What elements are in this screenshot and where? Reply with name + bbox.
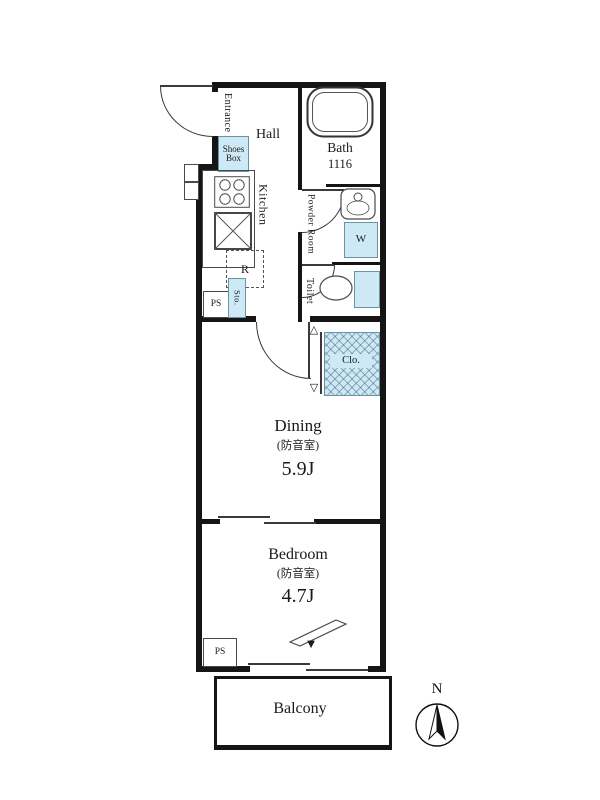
dining-door-arc (256, 322, 311, 379)
wash-basin-icon (340, 188, 376, 220)
dining-door-panel (308, 322, 310, 378)
closet-arrow-bottom: ▽ (309, 382, 319, 395)
shoes-box-label-line1: Shoes (222, 143, 245, 154)
entrance-door-arc (160, 86, 213, 137)
powder-room-door-panel (302, 189, 344, 191)
toilet-tank (354, 271, 380, 308)
bath-size-label: 1116 (327, 156, 353, 171)
balcony-window-pane-1 (248, 663, 310, 665)
compass: N (415, 681, 459, 747)
balcony-window-pane-2 (306, 669, 368, 671)
shoes-box: Shoes Box (218, 136, 249, 172)
storage-box: Sto. (228, 278, 246, 318)
wall-bath-powder (326, 184, 384, 187)
entrance-label: Entrance (221, 93, 233, 133)
wall-left-upper-a (212, 82, 218, 92)
bath-label: Bath (327, 139, 353, 155)
wall-hall-dining-b (310, 316, 382, 322)
sliding-door-pane-2 (264, 522, 316, 524)
meter-box-1 (184, 164, 199, 182)
wall-right (380, 82, 386, 672)
wall-dining-bedroom-b (314, 519, 382, 524)
closet-label: Clo. (330, 354, 372, 368)
compass-n-label: N (432, 681, 443, 697)
window-step-icon (288, 619, 348, 647)
wall-left-step (196, 164, 218, 170)
powder-room-label: Powder Room (305, 193, 316, 255)
hall-label: Hall (255, 126, 281, 142)
bedroom-size-label: 4.7J (281, 584, 315, 607)
kitchen-counter (202, 170, 255, 268)
balcony-access-arrow: ▼ (304, 636, 318, 652)
balcony-outline (214, 676, 392, 750)
meter-box-2 (184, 182, 199, 200)
bathtub-icon (306, 86, 374, 138)
closet-door-line (320, 332, 322, 394)
wall-dining-bedroom-a (196, 519, 220, 524)
dining-note-label: (防音室) (276, 440, 320, 453)
shoes-box-label-line2: Box (225, 153, 241, 163)
washing-machine: W (344, 222, 378, 258)
closet-arrow-top: △ (309, 324, 319, 337)
kitchen-label: Kitchen (256, 184, 271, 226)
wall-hall-dining-a (196, 316, 256, 322)
wall-left-upper-b (212, 136, 218, 164)
wall-left-lower (196, 164, 202, 672)
toilet-label: Toilet (303, 277, 315, 305)
wall-vertical-upper (298, 82, 302, 190)
kitchen-sink-icon (214, 212, 252, 250)
dining-label: Dining (274, 416, 322, 436)
pipe-space-bottom: PS (203, 638, 237, 667)
sliding-door-pane-1 (218, 516, 270, 518)
toilet-door-panel (302, 264, 334, 266)
balcony-label: Balcony (273, 699, 327, 717)
bedroom-label: Bedroom (268, 546, 328, 564)
wall-powder-toilet (332, 262, 384, 265)
toilet-bowl-icon (319, 275, 353, 301)
pipe-space-top: PS (203, 291, 229, 318)
bedroom-note-label: (防音室) (276, 568, 320, 581)
dining-size-label: 5.9J (281, 457, 315, 480)
stove-icon (214, 176, 250, 208)
entrance-door-panel (160, 85, 213, 87)
wall-vertical-lower (298, 232, 302, 322)
